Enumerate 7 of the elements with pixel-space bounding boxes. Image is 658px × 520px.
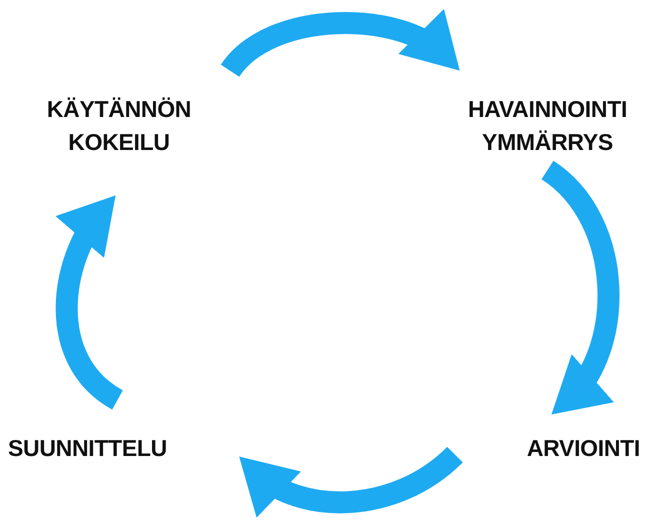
stage-label: HAVAINNOINTI YMMÄRRYS (466, 95, 628, 158)
stage-label: ARVIOINTI (526, 434, 640, 463)
stage-label: KÄYTÄNNÖN KOKEILU (46, 95, 192, 158)
curved-arrow (238, 446, 462, 518)
stage-label: SUUNNITTELU (8, 434, 167, 463)
curved-arrow (222, 9, 462, 78)
curved-arrow (540, 161, 620, 416)
